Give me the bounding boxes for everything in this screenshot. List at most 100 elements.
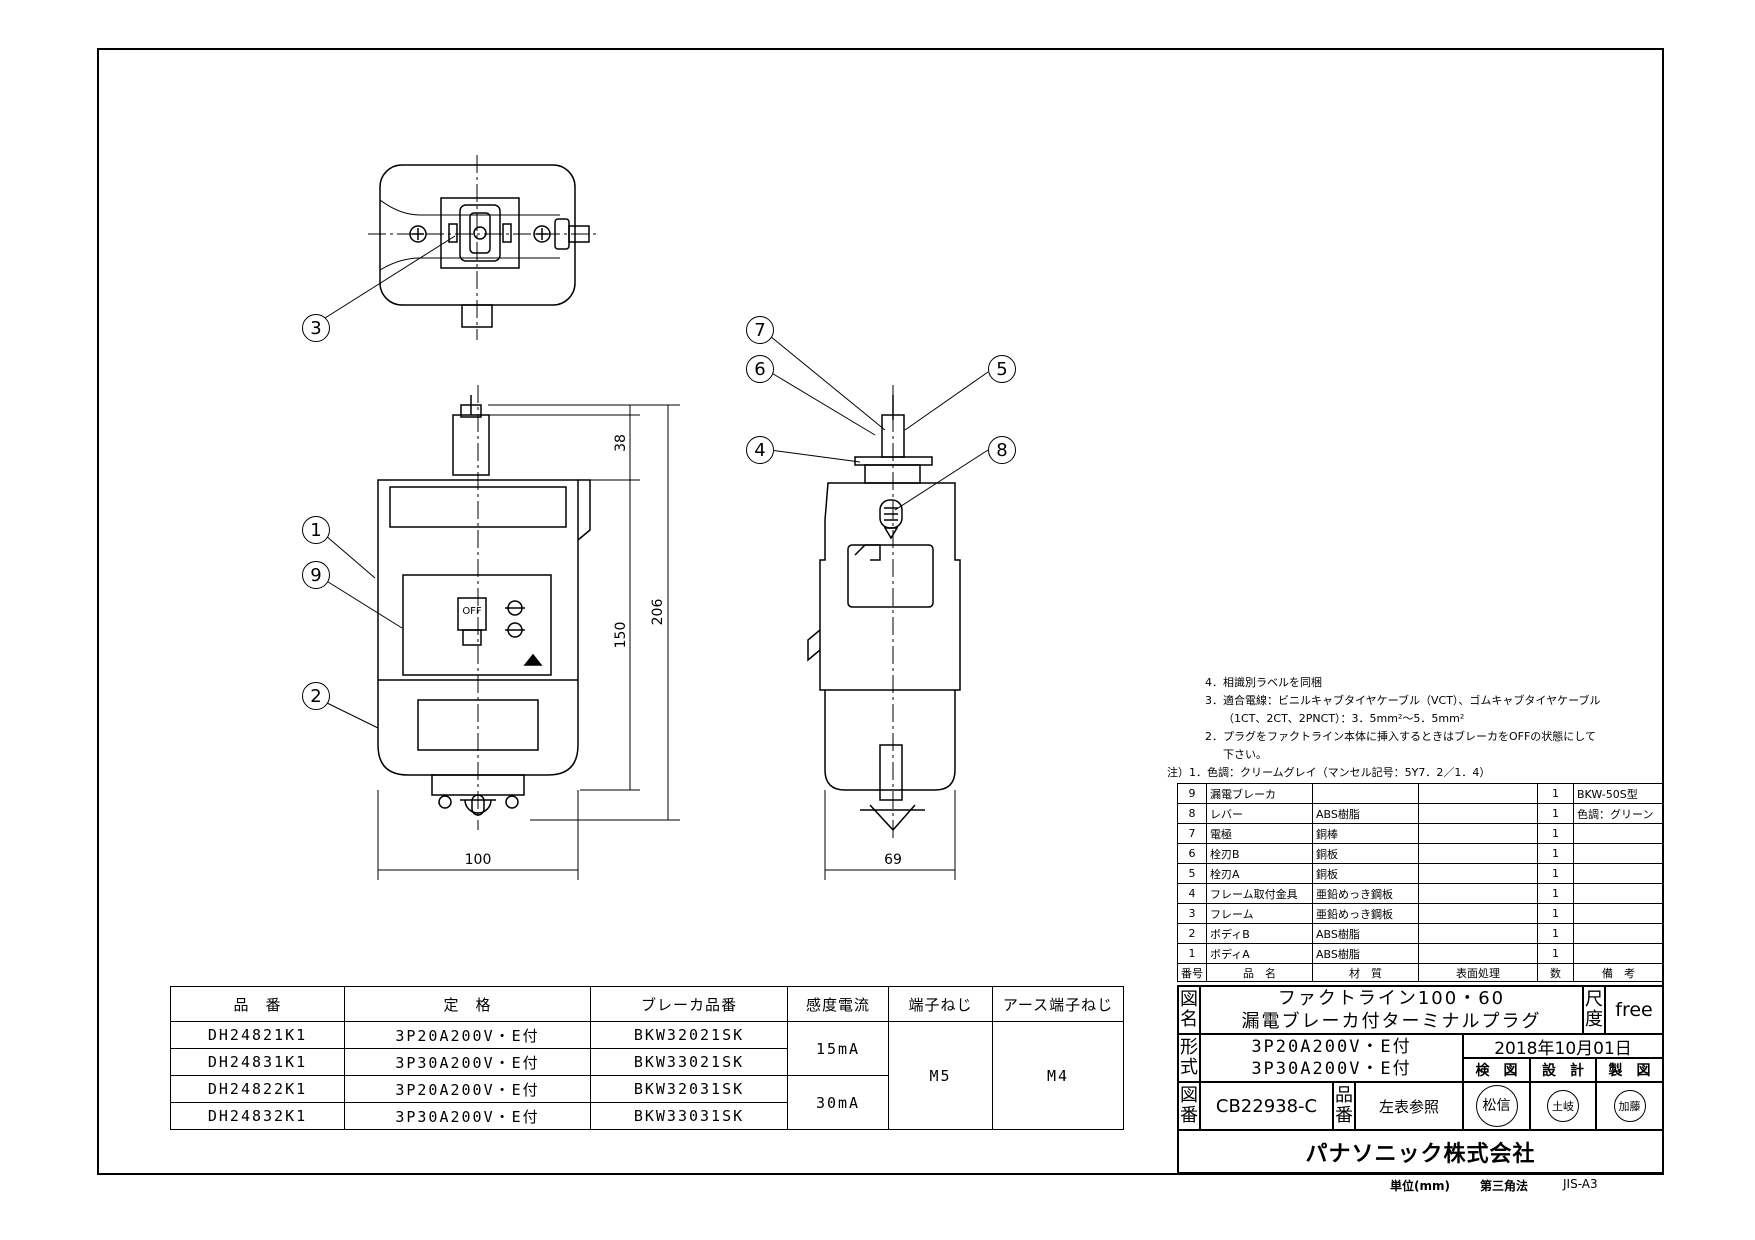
parts-cell-no: 1	[1177, 943, 1207, 964]
spec-header: 端子ねじ	[888, 986, 993, 1022]
date: 2018年10月01日	[1463, 1034, 1663, 1059]
parts-cell-name: レバー	[1206, 803, 1313, 824]
part-no: DH24832K1	[170, 1102, 345, 1130]
dim-front-width: 100	[465, 852, 492, 868]
parts-cell-material: 銅棒	[1312, 823, 1419, 844]
parts-header: 品 名	[1206, 963, 1313, 982]
part-no-label-2: 番	[1335, 1105, 1353, 1126]
footer-paper: JIS-A3	[1563, 1177, 1598, 1191]
type-label-2: 式	[1180, 1057, 1198, 1078]
parts-cell-name: フレーム取付金具	[1206, 883, 1313, 904]
parts-header: 番号	[1177, 963, 1207, 982]
part-no-label-1: 品	[1335, 1085, 1353, 1106]
parts-table-header: 番号 品 名 材 質 表面処理 数 備 考	[1177, 963, 1664, 982]
drafting-label: 製 図	[1596, 1058, 1663, 1082]
spec-header: 感度電流	[787, 986, 889, 1022]
design-label: 設 計	[1530, 1058, 1596, 1082]
spec-header: 品 番	[170, 986, 345, 1022]
scale-value: free	[1605, 986, 1663, 1034]
note-line: 3．適合電線：ビニルキャブタイヤケーブル（VCT）、ゴムキャブタイヤケーブル	[1205, 694, 1601, 707]
parts-cell-name: 栓刃A	[1206, 863, 1313, 884]
parts-cell-no: 7	[1177, 823, 1207, 844]
balloon-9: 9	[302, 561, 330, 589]
drawing-no: CB22938-C	[1200, 1082, 1333, 1130]
parts-cell-qty: 1	[1537, 923, 1574, 944]
name-label-1: 図	[1180, 989, 1198, 1010]
dim-side-width: 69	[884, 852, 902, 868]
part-no-label: 品 番	[1333, 1082, 1355, 1130]
parts-cell-no: 2	[1177, 923, 1207, 944]
off-label: OFF	[462, 606, 482, 617]
parts-cell-finish	[1418, 863, 1538, 884]
parts-cell-no: 8	[1177, 803, 1207, 824]
spec-table: 品 番 定 格 ブレーカ品番 感度電流 端子ねじ アース端子ねじ DH24821…	[170, 986, 1124, 1130]
spec-header: アース端子ねじ	[992, 986, 1124, 1022]
spec-table-header: 品 番 定 格 ブレーカ品番 感度電流 端子ねじ アース端子ねじ	[170, 986, 1124, 1022]
breaker-no: BKW33021SK	[590, 1048, 788, 1076]
company-name: パナソニック株式会社	[1178, 1130, 1663, 1173]
parts-cell-no: 5	[1177, 863, 1207, 884]
type-line-2: 3P30A200V・E付	[1251, 1059, 1412, 1079]
stamp-design: 土岐	[1547, 1090, 1579, 1122]
parts-header: 表面処理	[1418, 963, 1538, 982]
type-label: 形 式	[1178, 1034, 1200, 1082]
terminal-screw: M5	[888, 1021, 993, 1130]
breaker-no: BKW32021SK	[590, 1021, 788, 1049]
parts-cell-name: 漏電ブレーカ	[1206, 783, 1313, 804]
parts-cell-finish	[1418, 823, 1538, 844]
parts-cell-finish	[1418, 883, 1538, 904]
title-block: 図 名 ファクトライン100・60 漏電ブレーカ付ターミナルプラグ 尺 度 fr…	[1177, 985, 1664, 1174]
parts-cell-remark: 色調：グリーン	[1573, 803, 1664, 824]
parts-cell-name: フレーム	[1206, 903, 1313, 924]
dim-total-height: 206	[650, 599, 666, 626]
parts-cell-material: 銅板	[1312, 863, 1419, 884]
parts-cell-finish	[1418, 843, 1538, 864]
stamp-drafting-cell: 加藤	[1596, 1082, 1663, 1130]
parts-cell-finish	[1418, 783, 1538, 804]
parts-cell-material: 銅板	[1312, 843, 1419, 864]
parts-cell-finish	[1418, 903, 1538, 924]
drawing-name: ファクトライン100・60 漏電ブレーカ付ターミナルプラグ	[1200, 986, 1583, 1034]
parts-cell-no: 6	[1177, 843, 1207, 864]
table-row: DH24831K1 3P30A200V・E付 BKW33021SK	[170, 1048, 1124, 1076]
balloon-4: 4	[746, 436, 774, 464]
parts-cell-finish	[1418, 923, 1538, 944]
rating: 3P20A200V・E付	[344, 1075, 591, 1103]
check-label: 検 図	[1463, 1058, 1530, 1082]
parts-cell-finish	[1418, 803, 1538, 824]
note-line: 下さい。	[1223, 748, 1267, 761]
part-no: DH24822K1	[170, 1075, 345, 1103]
parts-header: 数	[1537, 963, 1574, 982]
rating: 3P20A200V・E付	[344, 1021, 591, 1049]
breaker-no: BKW32031SK	[590, 1075, 788, 1103]
parts-cell-remark	[1573, 943, 1664, 964]
type-value: 3P20A200V・E付 3P30A200V・E付	[1200, 1034, 1463, 1082]
note-line: 注）1．色調：クリームグレイ（マンセル記号：5Y7．2／1．4）	[1167, 766, 1491, 779]
type-line-1: 3P20A200V・E付	[1251, 1037, 1412, 1057]
parts-cell-material: ABS樹脂	[1312, 803, 1419, 824]
table-row: DH24822K1 3P20A200V・E付 BKW32031SK 30mA	[170, 1075, 1124, 1130]
table-row: DH24832K1 3P30A200V・E付 BKW33031SK	[170, 1102, 1124, 1130]
parts-cell-remark	[1573, 923, 1664, 944]
balloon-1: 1	[302, 516, 330, 544]
part-no: DH24821K1	[170, 1021, 345, 1049]
parts-cell-no: 9	[1177, 783, 1207, 804]
sensitivity: 15mA	[787, 1021, 889, 1076]
name-label: 図 名	[1178, 986, 1200, 1034]
parts-cell-material	[1312, 783, 1419, 804]
balloon-2: 2	[302, 682, 330, 710]
balloon-7: 7	[746, 316, 774, 344]
parts-cell-material: 亜鉛めっき鋼板	[1312, 903, 1419, 924]
drawing-border	[97, 48, 1664, 1175]
balloon-3: 3	[302, 314, 330, 342]
drawing-name-line-1: ファクトライン100・60	[1277, 988, 1506, 1009]
parts-cell-qty: 1	[1537, 823, 1574, 844]
balloon-6: 6	[746, 355, 774, 383]
stamp-design-cell: 土岐	[1530, 1082, 1596, 1130]
parts-cell-remark	[1573, 903, 1664, 924]
name-label-2: 名	[1180, 1009, 1198, 1030]
